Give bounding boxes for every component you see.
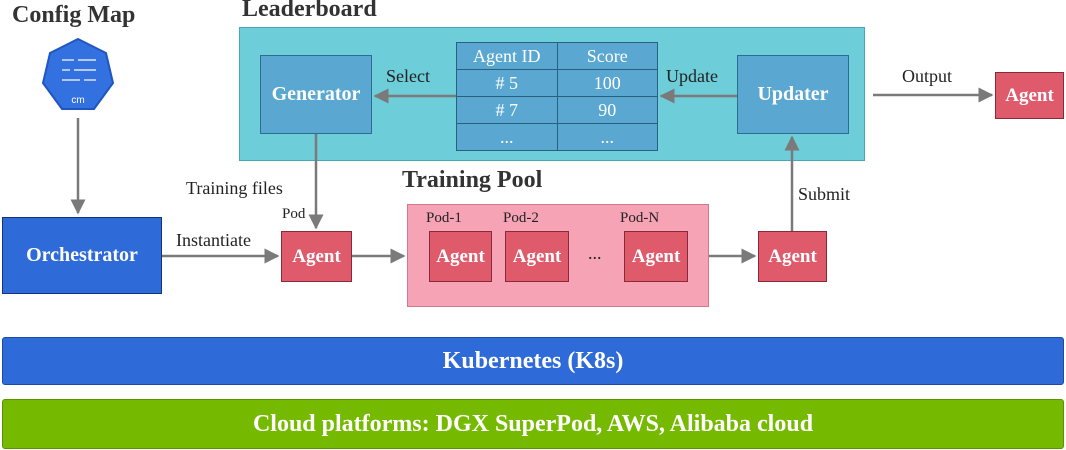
pod-n-label: Pod-N: [620, 210, 660, 226]
submit-agent-box: Agent: [758, 231, 827, 282]
orchestrator-box: Orchestrator: [2, 217, 162, 294]
output-label: Output: [902, 66, 953, 86]
instantiate-label: Instantiate: [176, 230, 251, 250]
table-cell: # 5: [456, 69, 558, 97]
pod-1-agent-box: Agent: [429, 231, 492, 282]
select-label: Select: [386, 66, 430, 86]
config-map-title: Config Map: [12, 2, 136, 28]
cloud-platforms-bar: Cloud platforms: DGX SuperPod, AWS, Alib…: [2, 399, 1064, 449]
table-row: # 5 100: [456, 69, 658, 97]
table-cell: 90: [556, 96, 658, 124]
generator-box: Generator: [260, 55, 372, 134]
training-pool-title: Training Pool: [402, 167, 543, 193]
pod-ellipsis: ...: [588, 243, 602, 263]
updater-box: Updater: [737, 55, 849, 134]
pod-1-label: Pod-1: [426, 210, 462, 226]
submit-label: Submit: [798, 184, 851, 204]
training-files-label: Training files: [186, 178, 283, 198]
leaderboard-title: Leaderboard: [242, 0, 377, 22]
config-map-icon-label: cm: [71, 95, 84, 106]
pod-2-agent-box: Agent: [505, 231, 569, 282]
table-cell: ...: [556, 123, 658, 151]
table-row: # 7 90: [456, 96, 658, 124]
table-cell: 100: [556, 69, 658, 97]
table-header-score: Score: [556, 42, 658, 70]
pod-label: Pod: [282, 206, 306, 222]
output-agent-box: Agent: [995, 72, 1064, 119]
pod-n-agent-box: Agent: [624, 231, 688, 282]
kubernetes-bar: Kubernetes (K8s): [2, 337, 1064, 385]
config-map-icon: cm: [41, 37, 115, 110]
pod-2-label: Pod-2: [503, 210, 539, 226]
table-cell: # 7: [456, 96, 558, 124]
table-cell: ...: [456, 123, 558, 151]
update-label: Update: [666, 66, 718, 86]
table-row: ... ...: [456, 123, 658, 151]
new-agent-box: Agent: [281, 231, 352, 282]
leaderboard-table: Agent ID Score # 5 100 # 7 90 ... ...: [456, 42, 658, 151]
